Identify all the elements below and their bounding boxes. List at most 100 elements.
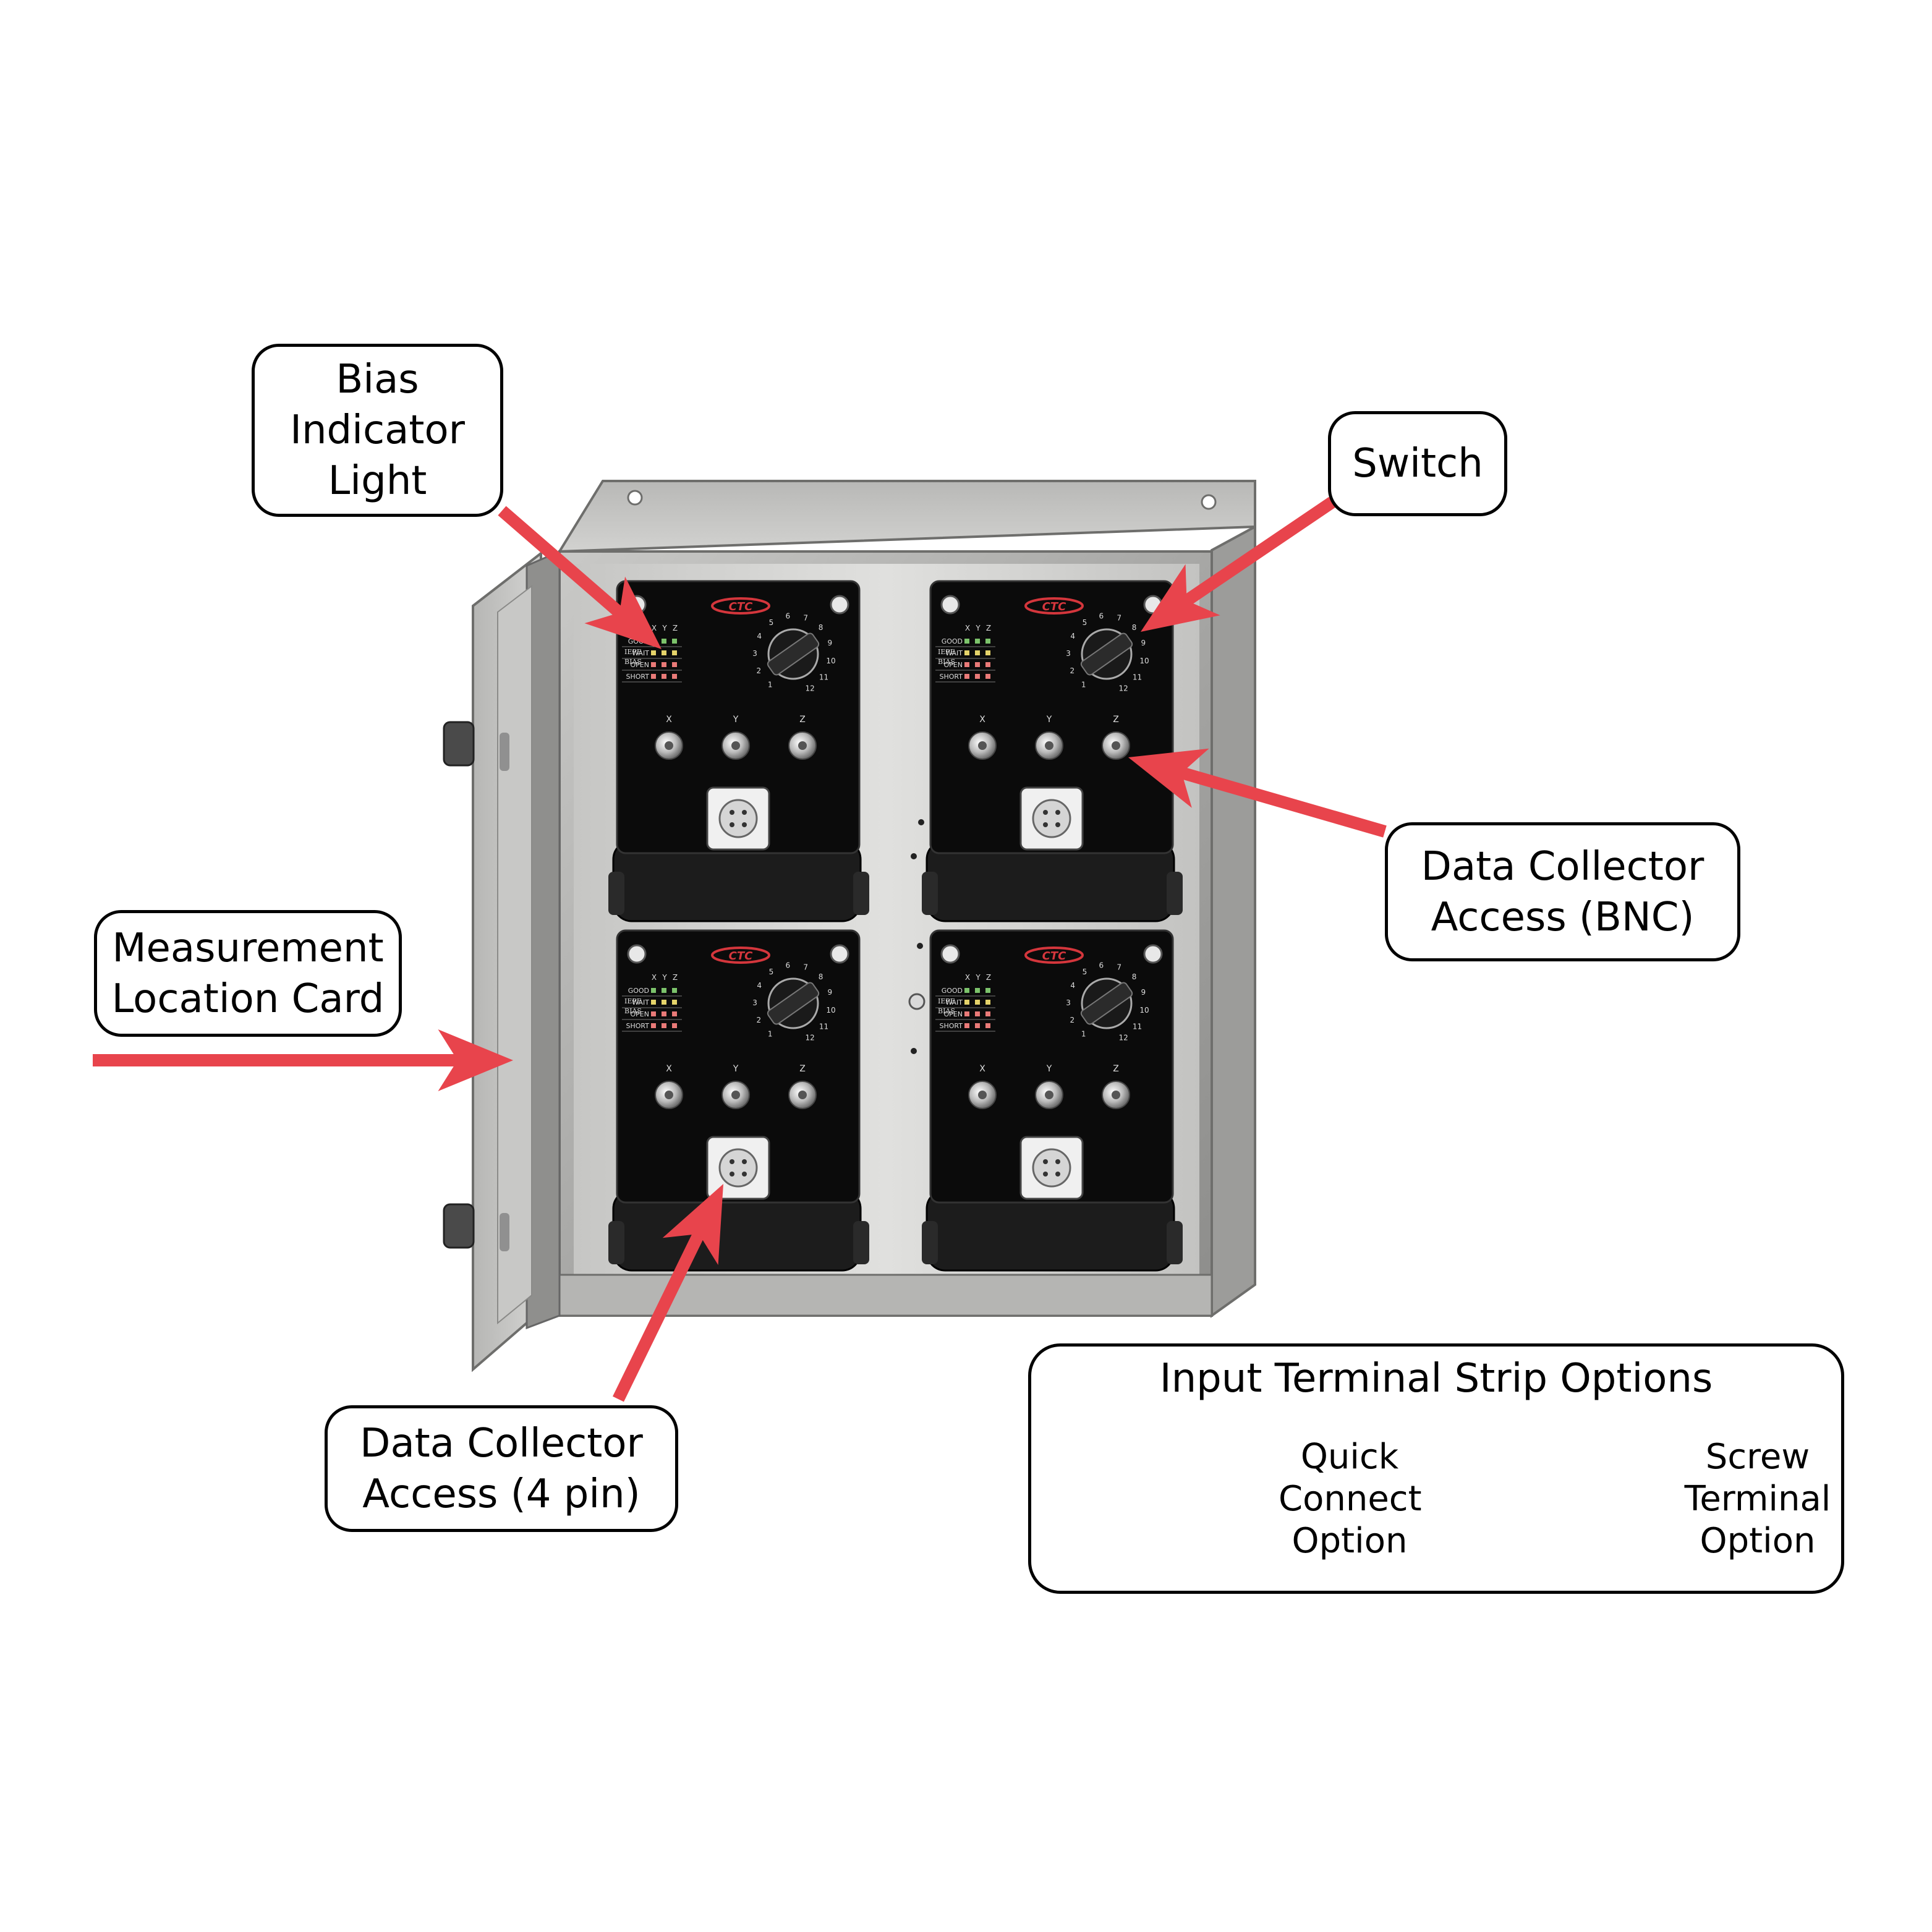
bias-label: IEPE <box>624 648 642 656</box>
ctc-logo-text: CTC <box>729 950 753 963</box>
four-pin-socket <box>718 799 758 838</box>
dial-number: 11 <box>819 1022 828 1031</box>
module-screw <box>627 944 647 964</box>
module-hinge <box>608 1221 624 1264</box>
door-latch-bottom <box>443 1203 475 1249</box>
ctc-logo-text: CTC <box>1042 600 1066 613</box>
bias-indicator-led <box>985 1023 990 1028</box>
bias-indicator-led <box>672 662 677 667</box>
bnc-pin <box>1112 1091 1120 1099</box>
bias-label: BIAS <box>938 658 955 666</box>
ctc-logo-text: CTC <box>1042 950 1066 963</box>
bnc-pin <box>1112 741 1120 750</box>
module-hinge <box>922 872 938 915</box>
bnc-pin <box>1045 741 1053 750</box>
enclosure-door <box>443 550 561 1372</box>
arrow-data-collector-bnc <box>1128 748 1387 838</box>
backplate-hole <box>911 1048 917 1054</box>
dial-number: 1 <box>1081 681 1086 689</box>
arrow-measurement-location-card <box>93 1029 513 1091</box>
connector-pin <box>1043 1159 1048 1164</box>
led-axis-header: Y <box>975 973 981 982</box>
arrow-head <box>584 576 662 649</box>
status-label: WAIT <box>945 998 963 1006</box>
bnc-pin <box>978 1091 987 1099</box>
bias-indicator-led <box>651 674 656 679</box>
bnc-pin <box>798 741 807 750</box>
bias-indicator-led <box>672 639 677 644</box>
arrow-data-collector-4pin <box>613 1184 723 1402</box>
bias-indicator-led <box>964 1023 969 1028</box>
bias-indicator-led <box>651 662 656 667</box>
dial-number: 4 <box>757 632 762 640</box>
bnc-axis-label: Z <box>799 1064 806 1074</box>
dial-number: 3 <box>752 649 757 658</box>
bnc-axis-label: Y <box>1046 715 1052 725</box>
dial-number: 6 <box>1099 961 1104 970</box>
text-line: Option <box>1700 1521 1816 1561</box>
bnc-pin <box>798 1091 807 1099</box>
status-label: OPEN <box>944 1010 963 1018</box>
module-hinge <box>1167 872 1183 915</box>
bias-indicator-led <box>672 650 677 655</box>
backplate-hole <box>918 819 924 825</box>
connector-pin <box>1043 822 1048 827</box>
bnc-pin <box>731 741 740 750</box>
dial-number: 4 <box>1070 981 1075 990</box>
four-pin-socket <box>1032 799 1071 838</box>
text-line: Bias <box>336 357 419 402</box>
led-axis-header: Z <box>673 624 678 632</box>
bnc-pin <box>665 1091 673 1099</box>
dial-number: 6 <box>786 612 791 621</box>
ctc-logo <box>1024 947 1084 964</box>
bias-indicator-led <box>662 650 666 655</box>
module-screw <box>1143 944 1163 964</box>
arrow-head <box>1128 748 1209 808</box>
text-line: Data Collector <box>360 1420 643 1466</box>
dial-number: 4 <box>1070 632 1075 640</box>
status-label: WAIT <box>945 649 963 657</box>
bias-indicator-led <box>975 674 980 679</box>
module-hinge <box>922 1221 938 1264</box>
bias-indicator-led <box>651 1000 656 1005</box>
dial-number: 9 <box>827 988 832 997</box>
arrow-head <box>438 1029 513 1091</box>
status-label: WAIT <box>632 998 649 1006</box>
connector-pin <box>730 822 734 827</box>
bnc-axis-label: Z <box>799 715 806 725</box>
bias-label: IEPE <box>938 648 955 656</box>
dial-number: 9 <box>827 639 832 647</box>
bnc-axis-label: Y <box>733 715 739 725</box>
bnc-axis-label: Z <box>1113 715 1119 725</box>
rotary-switch-knob <box>1080 632 1133 676</box>
connector-pin <box>742 810 747 815</box>
status-label: WAIT <box>632 649 649 657</box>
text-line: Light <box>328 458 427 504</box>
lid-hole-left <box>627 490 643 506</box>
module-hinge <box>853 872 869 915</box>
bnc-axis-label: X <box>666 1064 672 1074</box>
arrow-shaft <box>1178 496 1336 610</box>
enclosure-lid <box>557 480 1256 553</box>
module-hinge <box>1167 1221 1183 1264</box>
arrow-head <box>662 1184 723 1266</box>
terminal-options-title: Input Terminal Strip Options <box>1159 1356 1713 1402</box>
led-axis-header: Z <box>673 973 678 982</box>
text-line: Terminal <box>1684 1479 1831 1519</box>
bias-indicator-led <box>662 662 666 667</box>
arrow-shaft <box>498 506 629 622</box>
dial-number: 2 <box>1070 666 1075 675</box>
dial-number: 9 <box>1141 639 1146 647</box>
backplate-hole <box>911 853 917 859</box>
bnc-pin <box>731 1091 740 1099</box>
bias-indicator-led <box>975 639 980 644</box>
led-axis-header: Y <box>662 973 667 982</box>
backplate-screw <box>908 993 926 1010</box>
